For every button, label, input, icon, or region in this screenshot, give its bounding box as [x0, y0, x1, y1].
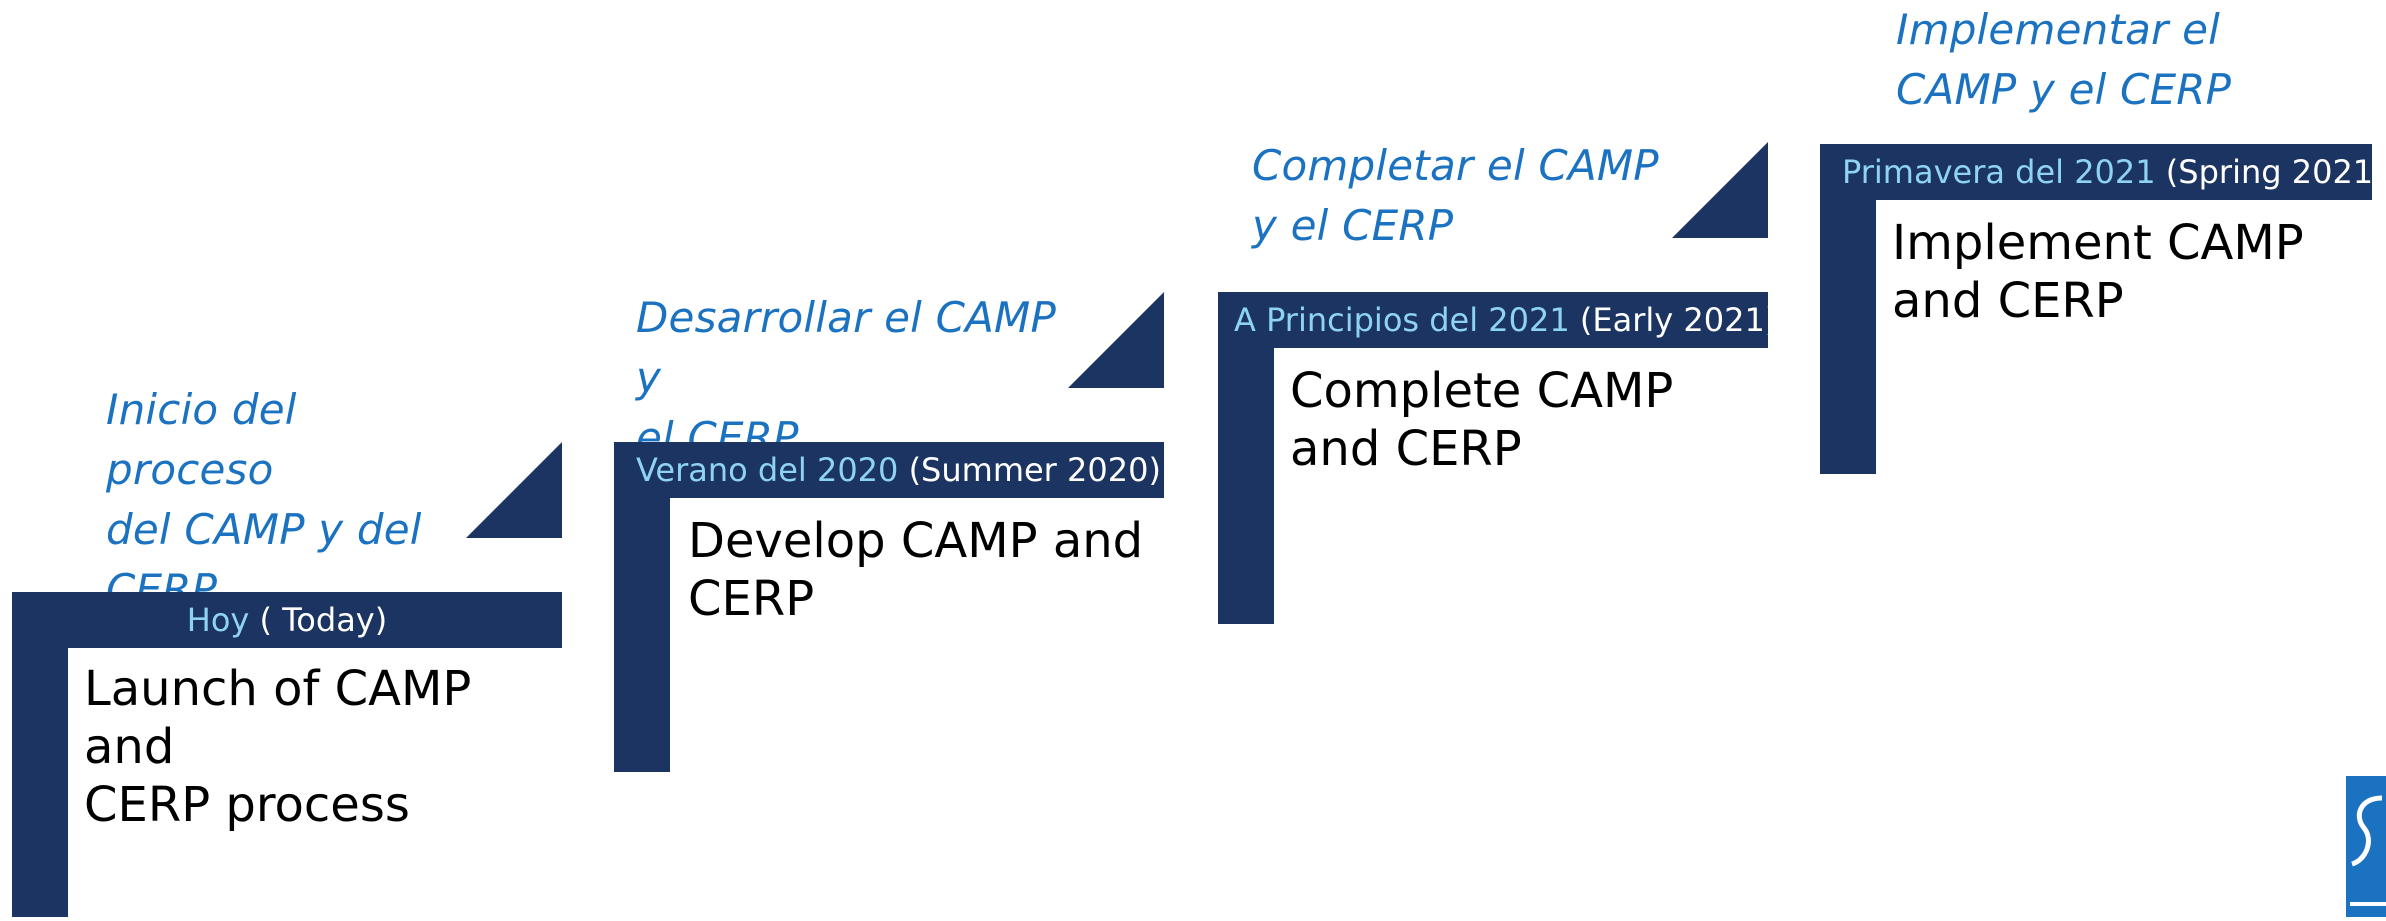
- step-2-date-bar: Verano del 2020 (Summer 2020): [614, 442, 1164, 498]
- logo-swirl-icon: [2350, 795, 2386, 917]
- step-4-description: Implement CAMP and CERP: [1892, 215, 2304, 329]
- organization-logo: [2346, 776, 2386, 917]
- step-3-description: Complete CAMP and CERP: [1290, 363, 1674, 477]
- step-1-description: Launch of CAMP and CERP process: [84, 661, 472, 833]
- step-3-triangle: [1672, 142, 1768, 238]
- step-2-spanish-title: Desarrollar el CAMP y el CERP: [636, 293, 1057, 462]
- step-4-date-bar: Primavera del 2021 (Spring 2021): [1820, 144, 2386, 200]
- step-1-date-en: ( Today): [249, 601, 388, 639]
- step-3-date-bar: A Principios del 2021 (Early 2021): [1218, 292, 1777, 348]
- step-2-date-en: (Summer 2020): [898, 451, 1161, 489]
- step-1-date-bar: Hoy ( Today): [12, 592, 562, 648]
- step-3-date-en: (Early 2021): [1569, 301, 1778, 339]
- step-2-description: Develop CAMP and CERP: [688, 513, 1144, 627]
- step-4-date-es: Primavera del 2021: [1842, 153, 2156, 191]
- step-3-stem: [1218, 340, 1274, 624]
- step-4-spanish-title: Implementar el CAMP y el CERP: [1896, 5, 2232, 114]
- step-1-spanish-title: Inicio del proceso del CAMP y del CERP: [106, 385, 422, 614]
- step-1-stem: [12, 640, 68, 917]
- step-3-date-es: A Principios del 2021: [1234, 301, 1570, 339]
- step-1-triangle: [466, 442, 562, 538]
- step-4-stem: [1820, 192, 1876, 474]
- step-2-date-es: Verano del 2020: [636, 451, 899, 489]
- step-2-triangle: [1068, 292, 1164, 388]
- step-4-date-en: (Spring 2021): [2155, 153, 2386, 191]
- step-3-spanish-title: Completar el CAMP y el CERP: [1252, 141, 1659, 250]
- step-2-stem: [614, 490, 670, 772]
- step-1-date-es: Hoy: [186, 601, 250, 639]
